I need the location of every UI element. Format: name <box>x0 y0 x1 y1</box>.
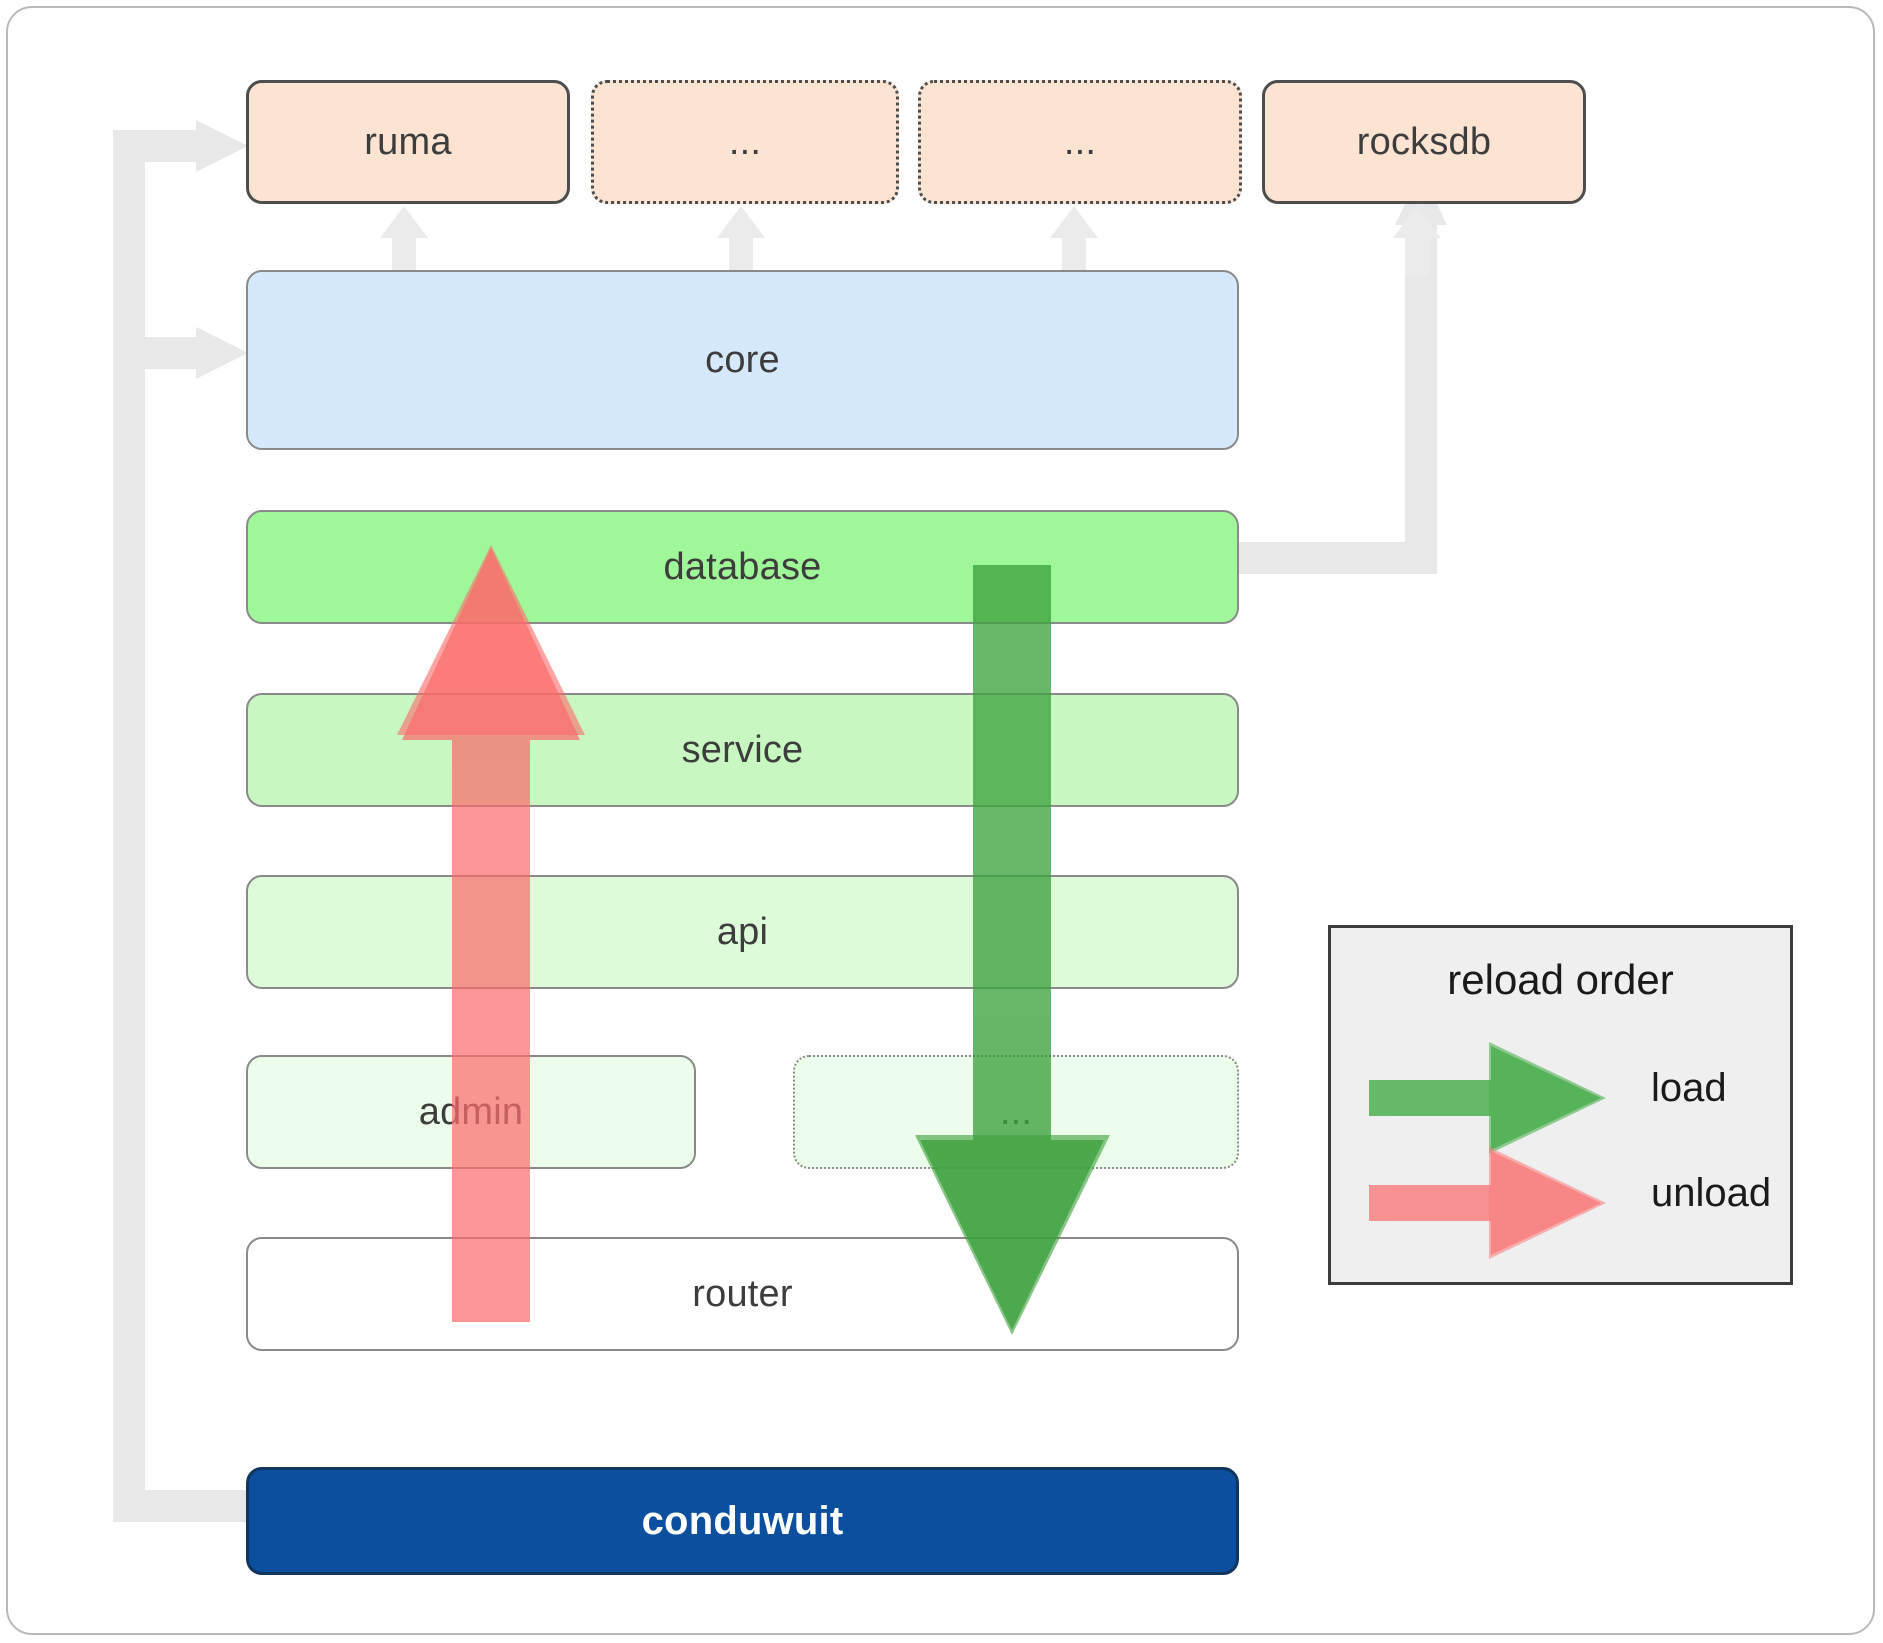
legend-label-unload: unload <box>1651 1171 1772 1215</box>
unload-arrow-up-head <box>397 545 585 735</box>
unload-arrow-icon <box>1369 1147 1606 1259</box>
load-arrow-icon <box>1369 1042 1606 1154</box>
layer-box-api[interactable]: api <box>246 875 1239 989</box>
legend-row-load: load <box>1331 1042 1790 1154</box>
legend-row-unload: unload <box>1331 1147 1790 1259</box>
legend-panel: reload order load <box>1328 925 1793 1285</box>
legend-label-load: load <box>1651 1066 1727 1110</box>
connector-core-to-dependencies <box>380 206 1441 276</box>
legend-title: reload order <box>1447 956 1674 1003</box>
connector-conduwuit-to-core-and-ruma <box>113 120 253 1522</box>
core-box[interactable]: core <box>246 270 1239 450</box>
dependency-box-ellipsis-2[interactable]: ... <box>918 80 1242 204</box>
load-arrow-down-head <box>915 1135 1110 1335</box>
dependency-box-ellipsis-1[interactable]: ... <box>591 80 899 204</box>
